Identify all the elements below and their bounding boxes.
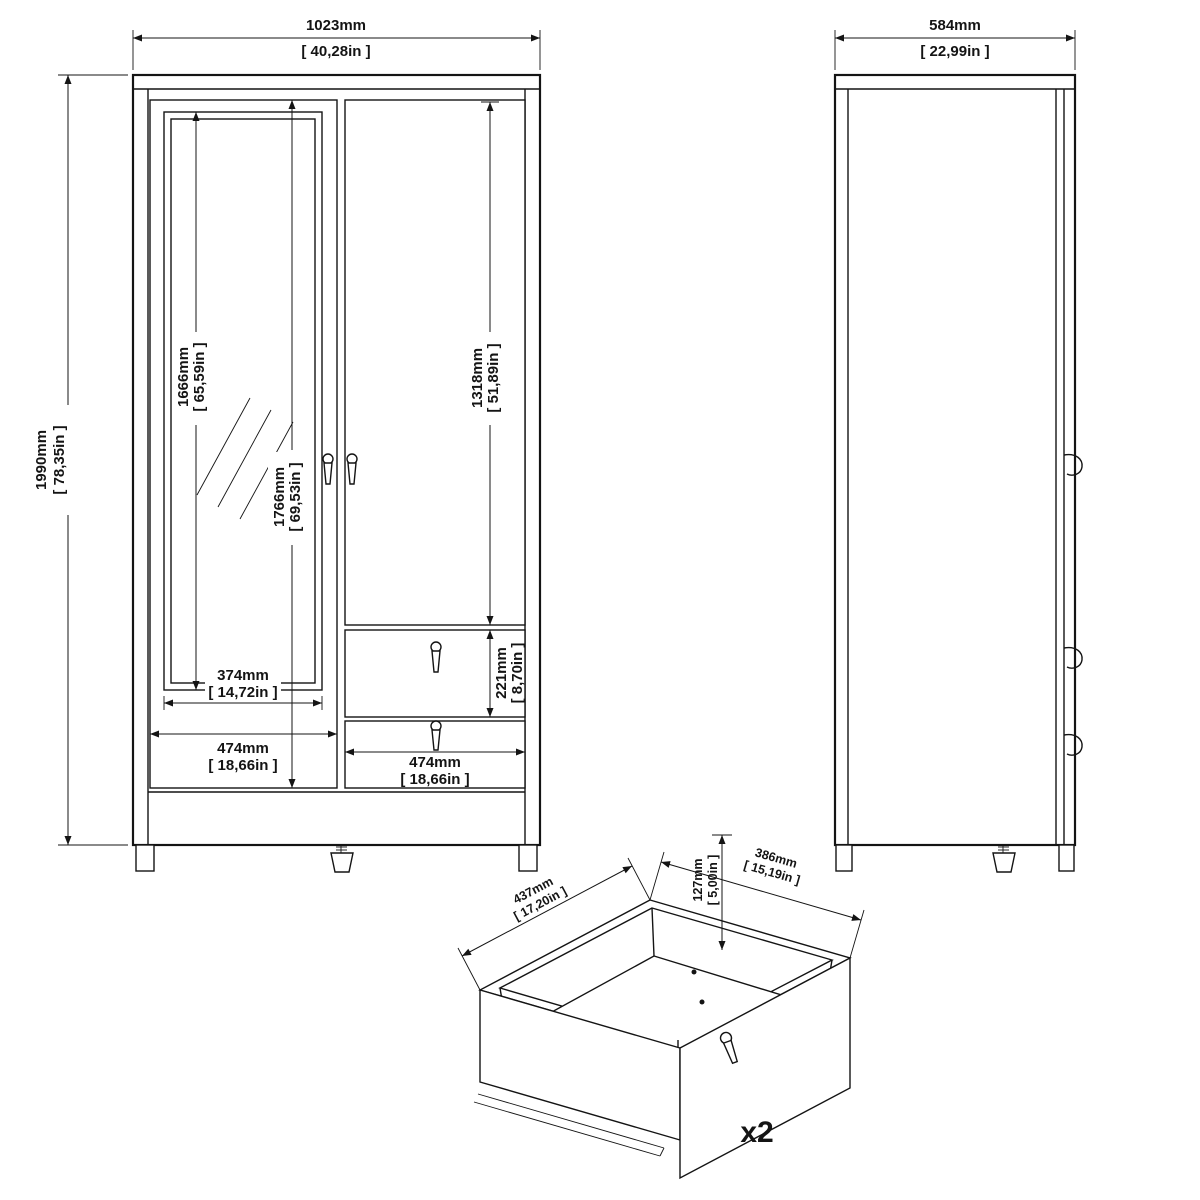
- mirror-reflection-lines: [196, 397, 294, 520]
- dim-label: 127mm: [691, 858, 705, 901]
- door-handle-icon: [322, 453, 334, 485]
- label-backplate: [268, 452, 304, 542]
- front-left-leg: [135, 844, 155, 872]
- dim-overall-width: 1023mm [ 40,28in ]: [132, 17, 541, 70]
- dim-drawer-width: 474mm [ 18,66in ]: [345, 748, 525, 788]
- dim-label: [ 22,99in ]: [920, 43, 989, 60]
- dim-label: [ 40,28in ]: [301, 43, 370, 60]
- dim-label: [ 78,35in ]: [51, 425, 68, 494]
- dim-label: 474mm: [409, 754, 461, 771]
- dim-label: [ 14,72in ]: [208, 684, 277, 701]
- dim-right-door-height: 1318mm [ 51,89in ]: [469, 101, 502, 626]
- dim-drawer-box-height: 127mm [ 5,00in ]: [691, 834, 732, 950]
- dim-label: [ 69,53in ]: [287, 462, 304, 531]
- quantity-label: x2: [740, 1116, 773, 1149]
- dim-label: 221mm: [493, 647, 510, 699]
- mirror-glass: [170, 118, 316, 684]
- drawer-front-panel: [679, 956, 851, 1180]
- screw-hole: [699, 999, 705, 1005]
- side-drawer-handle-icon: [1063, 733, 1083, 756]
- dim-overall-depth: 584mm [ 22,99in ]: [834, 17, 1076, 70]
- dim-label: [ 18,66in ]: [400, 771, 469, 788]
- drawer-handle-icon: [719, 1031, 739, 1065]
- drawer-handle-icon: [430, 641, 442, 673]
- side-door-handle-icon: [1063, 453, 1083, 476]
- dim-overall-height: 1990mm [ 78,35in ]: [33, 74, 128, 846]
- dim-door-height: 1766mm [ 69,53in ]: [268, 99, 304, 789]
- dim-mirror-width: 374mm [ 14,72in ]: [163, 666, 323, 710]
- adjustable-foot-icon: [992, 845, 1016, 873]
- dim-label: [ 5,00in ]: [706, 855, 720, 906]
- dim-door-width: 474mm [ 18,66in ]: [150, 730, 337, 774]
- front-right-leg: [518, 844, 538, 872]
- dim-label: [ 8,70in ]: [509, 643, 526, 704]
- dim-label: [ 51,89in ]: [485, 343, 502, 412]
- adjustable-foot-icon: [330, 845, 354, 873]
- drawer-detail: x2: [473, 899, 852, 1180]
- screw-hole: [691, 969, 697, 975]
- dim-label: 584mm: [929, 17, 981, 34]
- dim-label: 1318mm: [469, 348, 486, 408]
- door-handle-icon: [346, 453, 358, 485]
- dim-label: 1766mm: [271, 467, 288, 527]
- side-back-leg: [835, 844, 853, 872]
- dim-label: 374mm: [217, 667, 269, 684]
- dim-label: 1666mm: [175, 347, 192, 407]
- label-backplate: [205, 666, 281, 699]
- side-front-leg: [1058, 844, 1075, 872]
- dim-mirror-height: 1666mm [ 65,59in ]: [175, 111, 208, 691]
- dim-label: 474mm: [217, 740, 269, 757]
- dim-label: [ 18,66in ]: [208, 757, 277, 774]
- drawer-runner-rail: [473, 1093, 665, 1157]
- right-door: [344, 99, 526, 626]
- dim-label: 1990mm: [33, 430, 50, 490]
- dim-label: 1023mm: [306, 17, 366, 34]
- dim-label: [ 65,59in ]: [191, 342, 208, 411]
- dim-drawer-height: 221mm [ 8,70in ]: [481, 629, 526, 718]
- side-body: [833, 73, 1077, 847]
- side-drawer-handle-icon: [1063, 646, 1083, 669]
- side-view: [833, 73, 1083, 873]
